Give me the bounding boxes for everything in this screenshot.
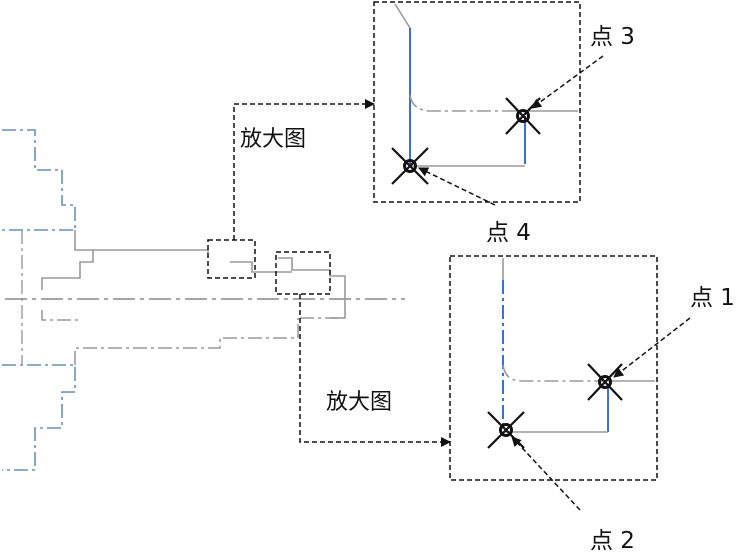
leader-top [233, 99, 375, 240]
lower-profile [41, 310, 345, 365]
zoom-frame-top [373, 1, 581, 203]
point-1-marker [587, 363, 623, 401]
leader-bottom [299, 294, 451, 447]
zoom-top-fillet [409, 94, 505, 112]
zoom-view-top [373, 1, 581, 203]
leader-point-4 [418, 167, 496, 206]
label-point-2: 点 2 [590, 528, 635, 554]
chuck-upper [2, 129, 76, 231]
zoom-window-small-1 [207, 239, 256, 279]
point-3-marker [505, 97, 541, 135]
label-point-3: 点 3 [590, 24, 635, 50]
chuck-lower [2, 364, 76, 471]
zoom-window-small-2 [275, 251, 331, 295]
leader-point-3 [531, 55, 604, 109]
zoom-label-top: 放大图 [240, 127, 306, 152]
zoom-label-bottom: 放大图 [326, 390, 392, 415]
main-part-drawing [2, 129, 405, 471]
zoom-bottom-fillet [502, 364, 600, 382]
leader-point-2 [511, 436, 581, 511]
point-4-marker [391, 147, 429, 185]
leader-point-1 [613, 317, 691, 378]
label-point-1: 点 1 [690, 285, 735, 311]
zoom-view-bottom [449, 255, 658, 481]
zoom-top-chamfer [394, 3, 411, 29]
label-point-4: 点 4 [486, 220, 531, 246]
point-2-marker [487, 411, 525, 449]
